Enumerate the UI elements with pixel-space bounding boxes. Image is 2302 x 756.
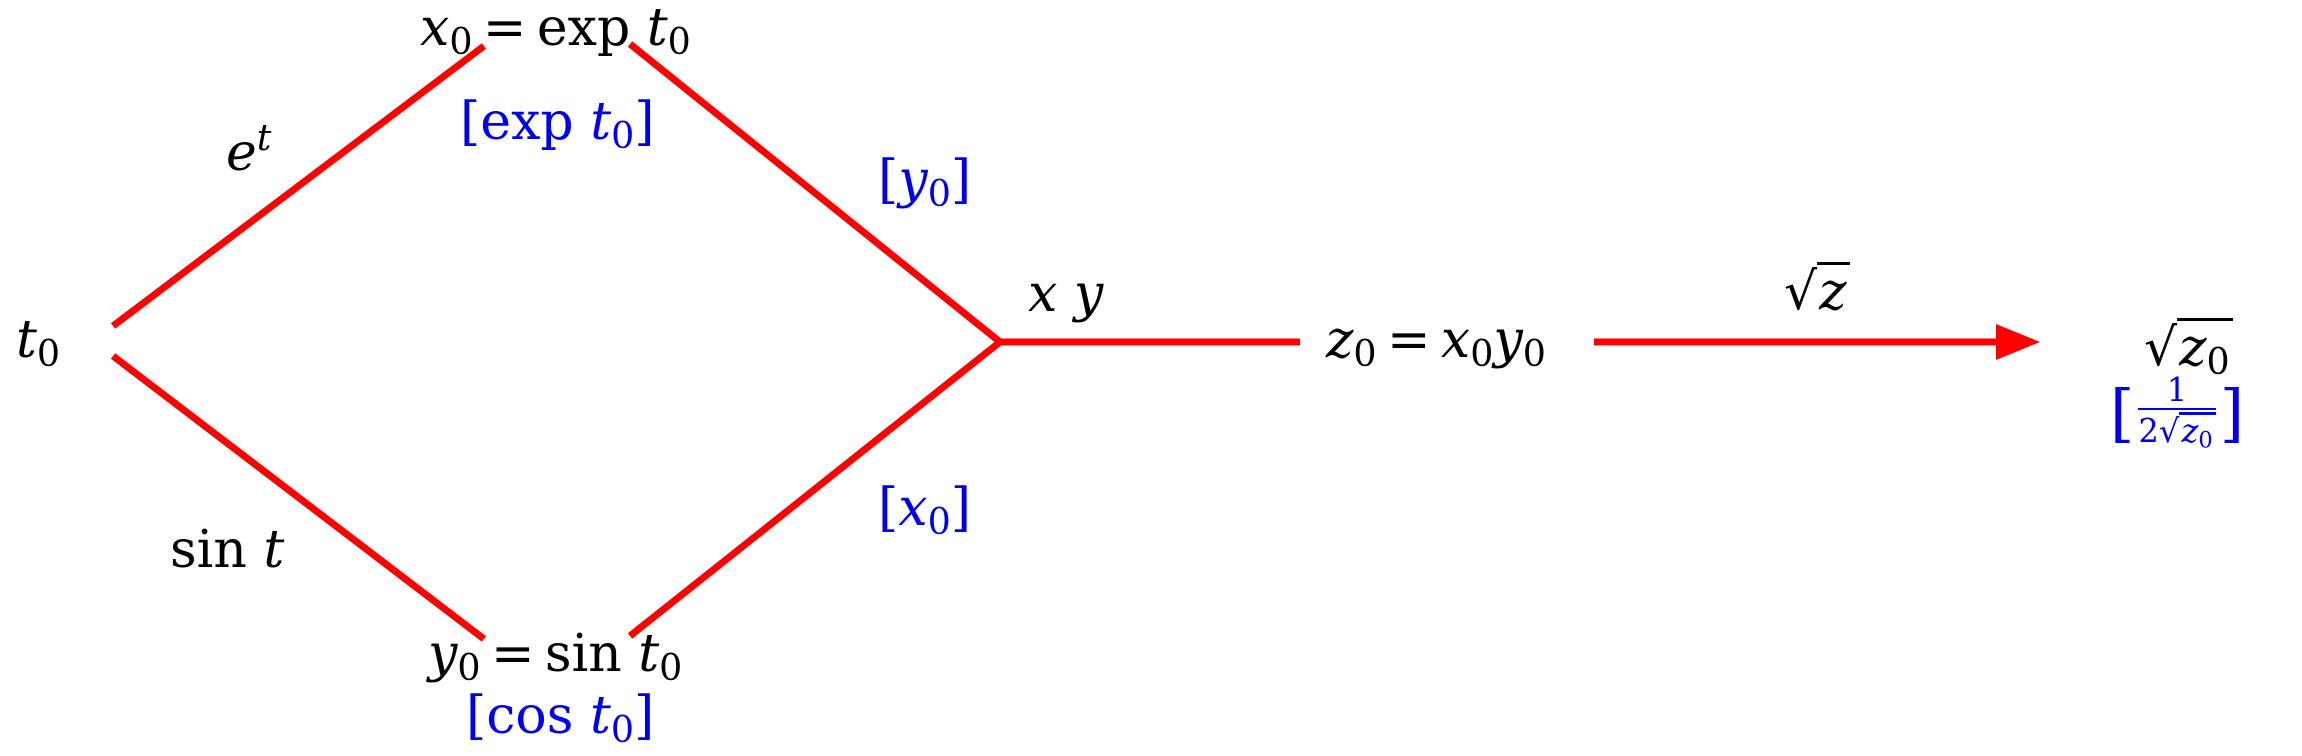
derivative-exp-t0: [exp t0] bbox=[460, 92, 655, 158]
edge-y0-to-mul bbox=[627, 339, 1003, 639]
edge-label-xy: x y bbox=[1028, 264, 1104, 324]
derivative-y0: [y0] bbox=[878, 150, 972, 216]
node-output-sqrt-z0: √z0 bbox=[2144, 318, 2233, 381]
sqrt-icon: √z bbox=[1784, 262, 1850, 320]
edge-label-sin: sin t bbox=[170, 520, 285, 580]
derivative-cos-t0: [cos t0] bbox=[466, 686, 655, 752]
edge-t0-to-y0 bbox=[110, 353, 487, 642]
node-z0: z0=x0y0 bbox=[1326, 310, 1546, 376]
node-t0: t0 bbox=[16, 310, 61, 376]
node-x0: x0=exp t0 bbox=[420, 0, 691, 64]
edge-label-exp: et bbox=[226, 116, 272, 184]
edge-t0-to-x0 bbox=[110, 43, 487, 329]
arrowhead-icon bbox=[1996, 324, 2040, 360]
node-y0: y0=sin t0 bbox=[428, 624, 683, 690]
derivative-x0: [x0] bbox=[878, 478, 972, 544]
edge-label-sqrt: √z bbox=[1784, 262, 1850, 320]
edge-x0-to-mul bbox=[627, 41, 1003, 345]
